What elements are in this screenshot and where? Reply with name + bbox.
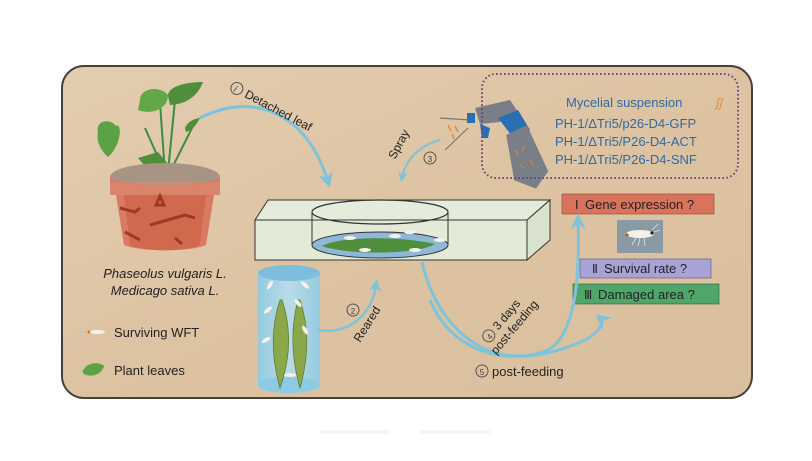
svg-text:Damaged area ?: Damaged area ?	[598, 287, 695, 302]
outcome-gene-expression: Ⅰ Gene expression ?	[561, 193, 715, 215]
svg-text:Ⅰ: Ⅰ	[575, 198, 579, 212]
thrips-icon	[80, 330, 105, 334]
species-label-2: Medicago sativa L.	[111, 283, 219, 298]
potted-plant	[97, 82, 220, 251]
thrips-image	[617, 220, 663, 253]
svg-text:Survival rate ?: Survival rate ?	[604, 261, 687, 276]
svg-text:Ⅲ: Ⅲ	[584, 288, 592, 302]
strain-1: PH-1/ΔTri5/p26-D4-GFP	[555, 116, 696, 131]
hyphae-icon: ʃʃ	[714, 96, 724, 110]
legend-label-wft: Surviving WFT	[114, 325, 199, 340]
leaf-icon	[185, 118, 200, 132]
rearing-cylinder	[258, 265, 320, 393]
arrow-spray	[398, 139, 441, 182]
legend-label-leaves: Plant leaves	[114, 363, 185, 378]
leaf-icon	[138, 88, 168, 112]
step5-label: 5 post-feeding	[475, 364, 564, 379]
svg-text:2: 2	[351, 307, 356, 316]
arrow-3-days	[420, 214, 586, 358]
step3-number	[423, 151, 437, 165]
leaf-icon	[82, 363, 104, 376]
petri-dish	[311, 199, 449, 259]
svg-text:i: i	[232, 84, 239, 94]
leaf-icon	[168, 82, 203, 105]
svg-text:Ⅱ: Ⅱ	[592, 262, 598, 276]
legend: Surviving WFT Plant leaves	[80, 325, 199, 378]
svg-text:post-feeding: post-feeding	[492, 364, 564, 379]
svg-text:Gene expression ?: Gene expression ?	[585, 197, 694, 212]
leaf-icon	[97, 121, 120, 157]
species-label-1: Phaseolus vulgaris L.	[103, 266, 227, 281]
outcome-survival-rate: Ⅱ Survival rate ?	[579, 258, 712, 279]
svg-text:5: 5	[480, 368, 485, 377]
arrow-reared	[317, 279, 382, 333]
arrow-post-feeding	[428, 299, 612, 358]
suspension-title: Mycelial suspension	[566, 95, 682, 110]
rearing-box	[254, 198, 552, 262]
svg-text:3: 3	[428, 155, 433, 164]
mycelial-suspension-box: Mycelial suspension ʃʃ PH-1/ΔTri5/p26-D4…	[481, 73, 739, 179]
svg-text:4: 4	[485, 332, 495, 342]
spray-bottle	[439, 100, 549, 189]
strain-2: PH-1/ΔTri5/P26-D4-ACT	[555, 134, 697, 149]
strain-3: PH-1/ΔTri5/P26-D4-SNF	[555, 152, 697, 167]
faint-artifact-text	[320, 430, 490, 434]
arrow-detached-leaf	[199, 105, 333, 188]
step2-number	[346, 303, 360, 317]
outcome-damaged-area: Ⅲ Damaged area ?	[572, 283, 720, 305]
